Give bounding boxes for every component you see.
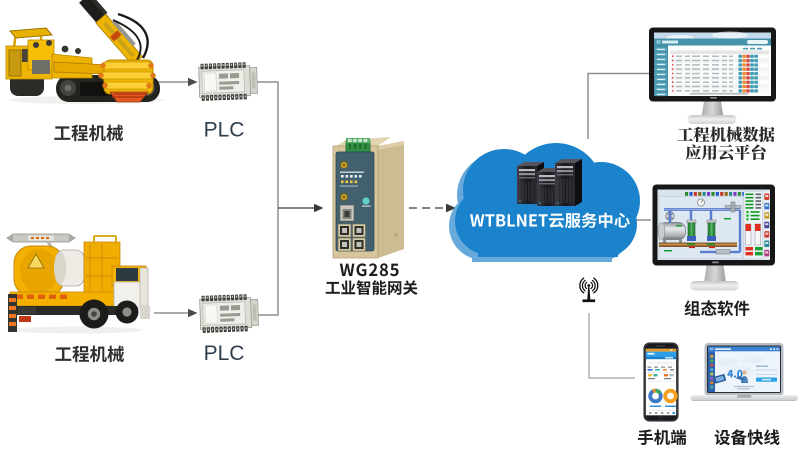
svg-text:PLC: PLC: [204, 342, 245, 365]
svg-text:PLC: PLC: [204, 119, 245, 142]
